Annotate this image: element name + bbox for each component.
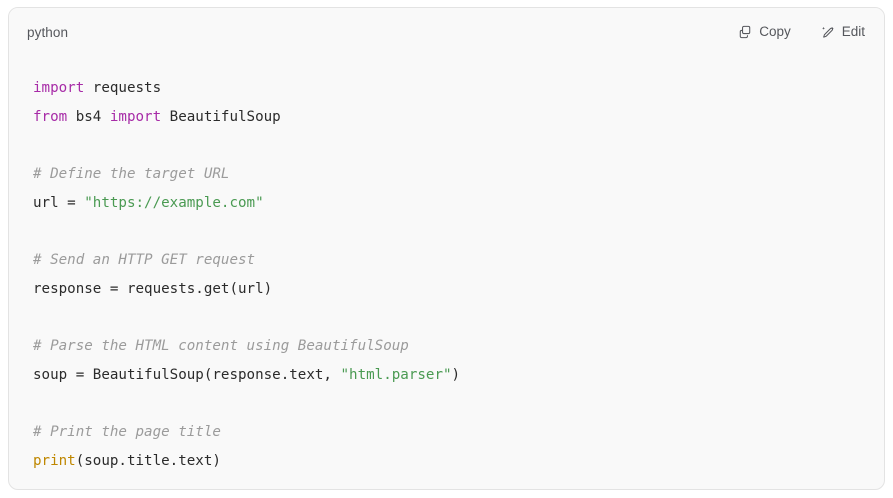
copy-icon (738, 25, 752, 39)
code-block-actions: Copy Edit (736, 23, 867, 41)
copy-button[interactable]: Copy (736, 23, 793, 41)
code-token-com: # Parse the HTML content using Beautiful… (33, 338, 409, 355)
code-line: import requests (33, 80, 161, 96)
code-line-blank (33, 218, 866, 247)
code-block-header: python Copy Edit (9, 8, 884, 56)
code-line: print(soup.title.text) (33, 453, 221, 469)
code-line: # Parse the HTML content using Beautiful… (33, 338, 409, 354)
copy-button-label: Copy (759, 24, 791, 40)
edit-button-label: Edit (841, 24, 865, 40)
edit-button[interactable]: Edit (819, 23, 867, 41)
code-token-com: # Define the target URL (33, 166, 230, 183)
code-line: # Define the target URL (33, 166, 229, 182)
code-token-com: # Send an HTTP GET request (33, 252, 256, 269)
code-token-pl: soup = BeautifulSoup(response.text, (33, 366, 341, 383)
code-line-blank (33, 390, 866, 419)
code-line: # Send an HTTP GET request (33, 252, 255, 268)
code-line: # Print the page title (33, 424, 221, 440)
code-token-bi: print (33, 453, 76, 470)
code-token-pl: (soup.title.text) (75, 453, 221, 470)
code-line: url = "https://example.com" (33, 195, 264, 211)
code-block-card: python Copy Edit (8, 7, 885, 490)
code-language-label: python (27, 24, 69, 40)
code-token-kw: from (33, 108, 68, 125)
code-token-com: # Print the page title (33, 424, 221, 441)
code-token-pl: url = (33, 194, 85, 211)
code-line: from bs4 import BeautifulSoup (33, 109, 281, 125)
code-token-pl: bs4 (67, 108, 110, 125)
code-content[interactable]: import requests from bs4 import Beautifu… (33, 74, 866, 476)
code-token-pl: requests (84, 80, 162, 96)
code-token-kw: import (33, 80, 85, 96)
edit-pen-icon (821, 25, 835, 39)
code-token-pl: response = requests.get(url) (33, 280, 273, 297)
code-line-blank (33, 131, 866, 160)
code-token-pl: BeautifulSoup (161, 108, 281, 125)
code-token-str: "html.parser" (340, 366, 452, 383)
code-body: import requests from bs4 import Beautifu… (9, 56, 884, 486)
code-token-kw: import (109, 108, 162, 125)
code-line: response = requests.get(url) (33, 281, 272, 297)
code-line-blank (33, 304, 866, 333)
code-line: soup = BeautifulSoup(response.text, "htm… (33, 367, 460, 383)
code-token-pl: ) (451, 366, 461, 383)
code-token-str: "https://example.com" (84, 194, 264, 211)
